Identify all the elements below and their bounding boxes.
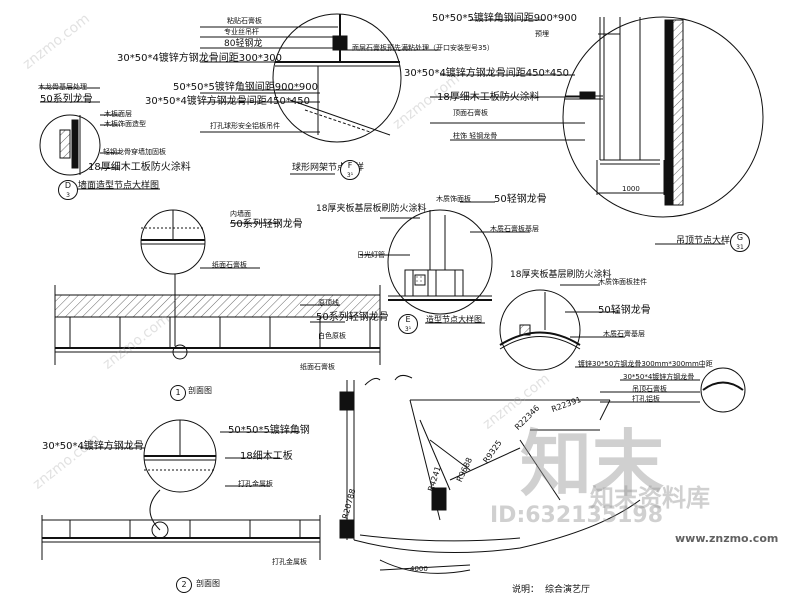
s1-label-c: 纸面石膏板 [212, 261, 247, 269]
e-label-2: 木质饰面板 [436, 195, 471, 203]
s2-label-4: 打孔金属板 [238, 480, 273, 488]
s1-label-f: 白色原板 [318, 332, 346, 340]
watermark-url: www.znzmo.com [675, 532, 779, 545]
h-label-5: 镀锌30*50方钢龙骨300mm*300mm中距 [578, 360, 713, 368]
g-dim-2: 850 [665, 176, 675, 193]
g-label-pipe: 预埋 [535, 30, 549, 38]
section-1 [54, 209, 381, 365]
f-label-top1: 粘贴石膏板 [227, 17, 262, 25]
g-dim-1: 1000 [622, 185, 640, 193]
plan-dim: 4000 [410, 565, 428, 573]
f-label-hole: 面层石膏板预先满粘处理（开口安装型号35） [352, 44, 494, 52]
title-underlines [65, 173, 725, 324]
d-label-7: 18厚细木工板防火涂料 [88, 162, 191, 173]
g-label-2: 30*50*4镀锌方钢龙骨间距450*450 [404, 68, 569, 79]
f-label-l3: 打孔球形安全铝板吊件 [210, 122, 280, 130]
f-label-l2: 30*50*4镀锌方钢龙骨间距450*450 [145, 96, 310, 107]
d-label-4: 木板饰面造型 [104, 120, 146, 128]
s1-label-a: 内墙面 [230, 210, 251, 218]
h-label-4: 木质石膏基层 [603, 330, 645, 338]
s1-tag: 1 [170, 385, 186, 401]
detail-f-spherical-frame [200, 13, 440, 143]
plan-note: 综合演艺厅 [545, 585, 591, 595]
detail-e-form-node [360, 201, 530, 315]
watermark-id: ID:632135198 [490, 503, 664, 528]
d-label-2: 50系列龙骨 [40, 94, 93, 105]
s2-label-3: 30*50*4镀锌方钢龙骨 [42, 441, 144, 452]
watermark-text: 知末资料库 [590, 484, 710, 512]
detail-d-wall-node [39, 87, 120, 176]
watermark-brand: 知末 [520, 422, 665, 506]
d-label-1: 木龙骨基层处理 [38, 83, 87, 91]
e-label-4: 木质石膏板基层 [490, 225, 539, 233]
s2-label-5: 打孔金属板 [272, 558, 307, 566]
s2-title: 剖面图 [196, 579, 220, 588]
h-label-2: 木质饰面板挂件 [598, 278, 647, 286]
e-label-5: 日光灯管 [357, 251, 385, 259]
detail-h-node [499, 284, 746, 413]
g-label-4: 顶面石膏板 [453, 109, 488, 117]
s2-tag: 2 [176, 577, 192, 593]
plan-note-label: 说明： [512, 585, 540, 595]
s1-label-e: 50系列轻钢龙骨 [316, 312, 389, 323]
d-title: 墙面造型节点大样图 [78, 181, 160, 191]
h-label-8: 打孔铝板 [632, 395, 660, 403]
g-title: 吊顶节点大样 [676, 236, 731, 246]
plan-performance-hall [339, 374, 641, 574]
s2-label-2: 18细木工板 [240, 451, 293, 462]
s1-label-d: 原顶线 [318, 299, 339, 307]
f-label-top2: 专业丝吊杆 [224, 28, 259, 36]
h-label-3: 50轻钢龙骨 [598, 305, 651, 316]
f-label-top3: 80轻钢龙 [224, 39, 263, 49]
d-label-6: 轻钢龙骨穿墙加固板 [103, 148, 166, 156]
s1-label-b: 50系列轻钢龙骨 [230, 219, 303, 230]
h-label-7: 吊顶石膏板 [632, 385, 667, 393]
h-label-1: 18厚夹板基层刷防火涂料 [510, 270, 612, 280]
section-2 [41, 419, 321, 560]
h-label-6: 30*50*4镀锌方钢龙骨 [623, 373, 695, 381]
s1-label-g: 纸面石膏板 [300, 363, 335, 371]
f-label-top4: 30*50*4镀锌方钢龙骨间距300*300 [117, 53, 282, 64]
e-label-3: 50轻钢龙骨 [494, 194, 547, 205]
d-label-3: 木板面层 [104, 110, 132, 118]
s2-label-1: 50*50*5镀锌角钢 [228, 425, 310, 436]
s1-title: 剖面图 [188, 386, 212, 395]
g-label-5: 柱饰 轻钢龙骨 [453, 132, 498, 140]
g-label-3: 18厚细木工板防火涂料 [437, 92, 540, 103]
e-title: 造型节点大样图 [426, 315, 482, 324]
e-label-1: 18厚夹板基层板刷防火涂料 [316, 204, 427, 214]
g-label-1: 50*50*5镀锌角钢间距900*900 [432, 13, 577, 24]
f-title: 球形网架节点大样 [292, 163, 365, 173]
f-label-l1: 50*50*5镀锌角钢间距900*900 [173, 82, 318, 93]
detail-g-ceiling-node [430, 16, 764, 218]
